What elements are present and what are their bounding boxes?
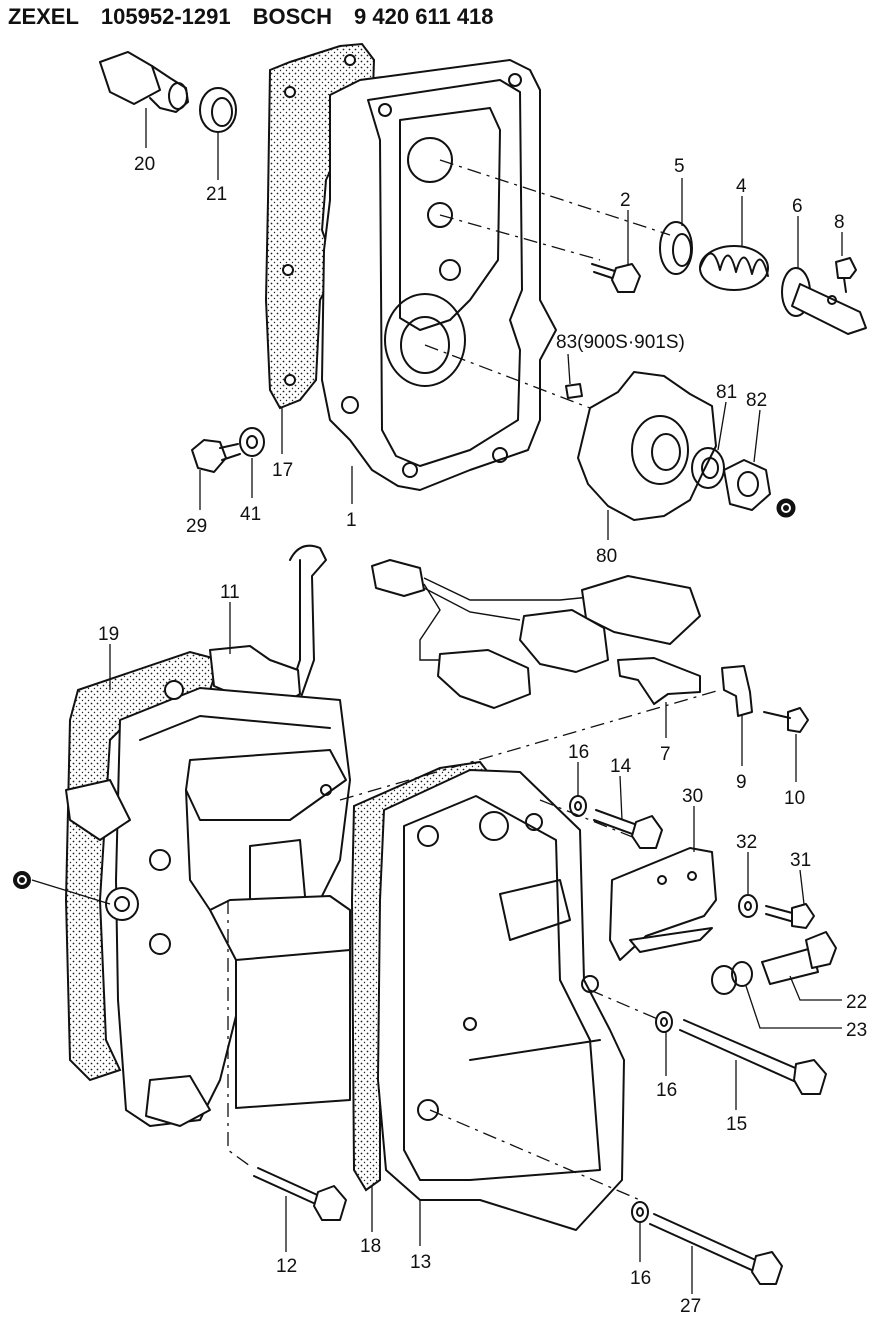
part-41-washer [239, 427, 265, 457]
callout-23: 23 [846, 1020, 867, 1041]
part-10-screw [763, 707, 809, 733]
part-21-washer [199, 87, 237, 133]
part-15-bolt [679, 1019, 827, 1095]
callout-labels: 20 21 5 2 4 6 8 83(900S·901S) 81 82 17 2… [98, 154, 867, 1317]
part-14-bolt [593, 809, 663, 849]
part-32-washer [738, 894, 758, 918]
callout-27: 27 [680, 1296, 701, 1317]
part-9-clip [721, 665, 753, 717]
callout-4: 4 [736, 176, 747, 197]
callout-6: 6 [792, 196, 803, 217]
zexel-part-number: 105952-1291 [100, 4, 231, 29]
callout-14: 14 [610, 756, 632, 777]
part-27-bolt [649, 1213, 783, 1285]
part-7-bracket [617, 657, 701, 705]
callout-8: 8 [834, 212, 845, 233]
part-11-pipe [209, 544, 327, 711]
brand-label: ZEXEL [8, 4, 79, 29]
callout-13: 13 [410, 1252, 431, 1273]
callout-16-upper: 16 [568, 742, 589, 763]
part-30-bracket [609, 847, 717, 961]
callout-1: 1 [346, 510, 357, 531]
callout-5: 5 [674, 156, 685, 177]
callout-29: 29 [186, 516, 207, 537]
callout-12: 12 [276, 1256, 297, 1277]
callout-30: 30 [682, 786, 703, 807]
callout-16-middle: 16 [656, 1080, 677, 1101]
bosch-part-number: 9 420 611 418 [354, 4, 494, 29]
part-2-bolt [591, 263, 641, 293]
callout-16-lower: 16 [630, 1268, 651, 1289]
part-8-screw [835, 257, 857, 293]
callout-15: 15 [726, 1114, 747, 1135]
callout-31: 31 [790, 850, 811, 871]
part-16-washer-b [655, 1011, 673, 1033]
wire-harness [371, 559, 701, 709]
leader-lines [109, 108, 843, 1294]
part-82-nut [723, 459, 771, 511]
part-12-bolt [253, 1167, 347, 1221]
part-31-screw [765, 903, 815, 929]
part-20-plug [99, 51, 189, 113]
part-80-wheel [577, 371, 717, 521]
callout-32: 32 [736, 832, 757, 853]
callout-21: 21 [206, 184, 227, 205]
callout-80: 80 [596, 546, 617, 567]
callout-9: 9 [736, 772, 747, 793]
oem-label: BOSCH [252, 4, 333, 29]
part-29-bolt [191, 439, 241, 473]
part-6-lever [781, 267, 867, 335]
part-81-washer [691, 447, 725, 489]
part-23-washers [711, 961, 753, 995]
part-4-spring [699, 245, 769, 291]
actuator-cylinder [209, 895, 351, 1109]
part-1-upper-housing [321, 59, 557, 491]
callout-20: 20 [134, 154, 155, 175]
part-22-bolt [761, 931, 837, 985]
callout-18: 18 [360, 1236, 381, 1257]
callout-19: 19 [98, 624, 119, 645]
callout-22: 22 [846, 992, 867, 1013]
callout-41: 41 [240, 504, 261, 525]
drawing-header: ZEXEL 105952-1291 BOSCH 9 420 611 418 [8, 4, 516, 30]
callout-17: 17 [272, 460, 293, 481]
callout-82: 82 [746, 390, 767, 411]
callout-7: 7 [660, 744, 671, 765]
part-13-cover [377, 769, 625, 1231]
callout-2: 2 [620, 190, 631, 211]
callout-11: 11 [220, 582, 240, 603]
part-83-key [565, 383, 583, 399]
part-16-washer-c [631, 1201, 649, 1223]
part-5-clip [659, 221, 693, 275]
callout-81: 81 [716, 382, 737, 403]
part-16-washer-a [569, 795, 587, 817]
callout-10: 10 [784, 788, 805, 809]
callout-83: 83(900S·901S) [556, 332, 685, 353]
